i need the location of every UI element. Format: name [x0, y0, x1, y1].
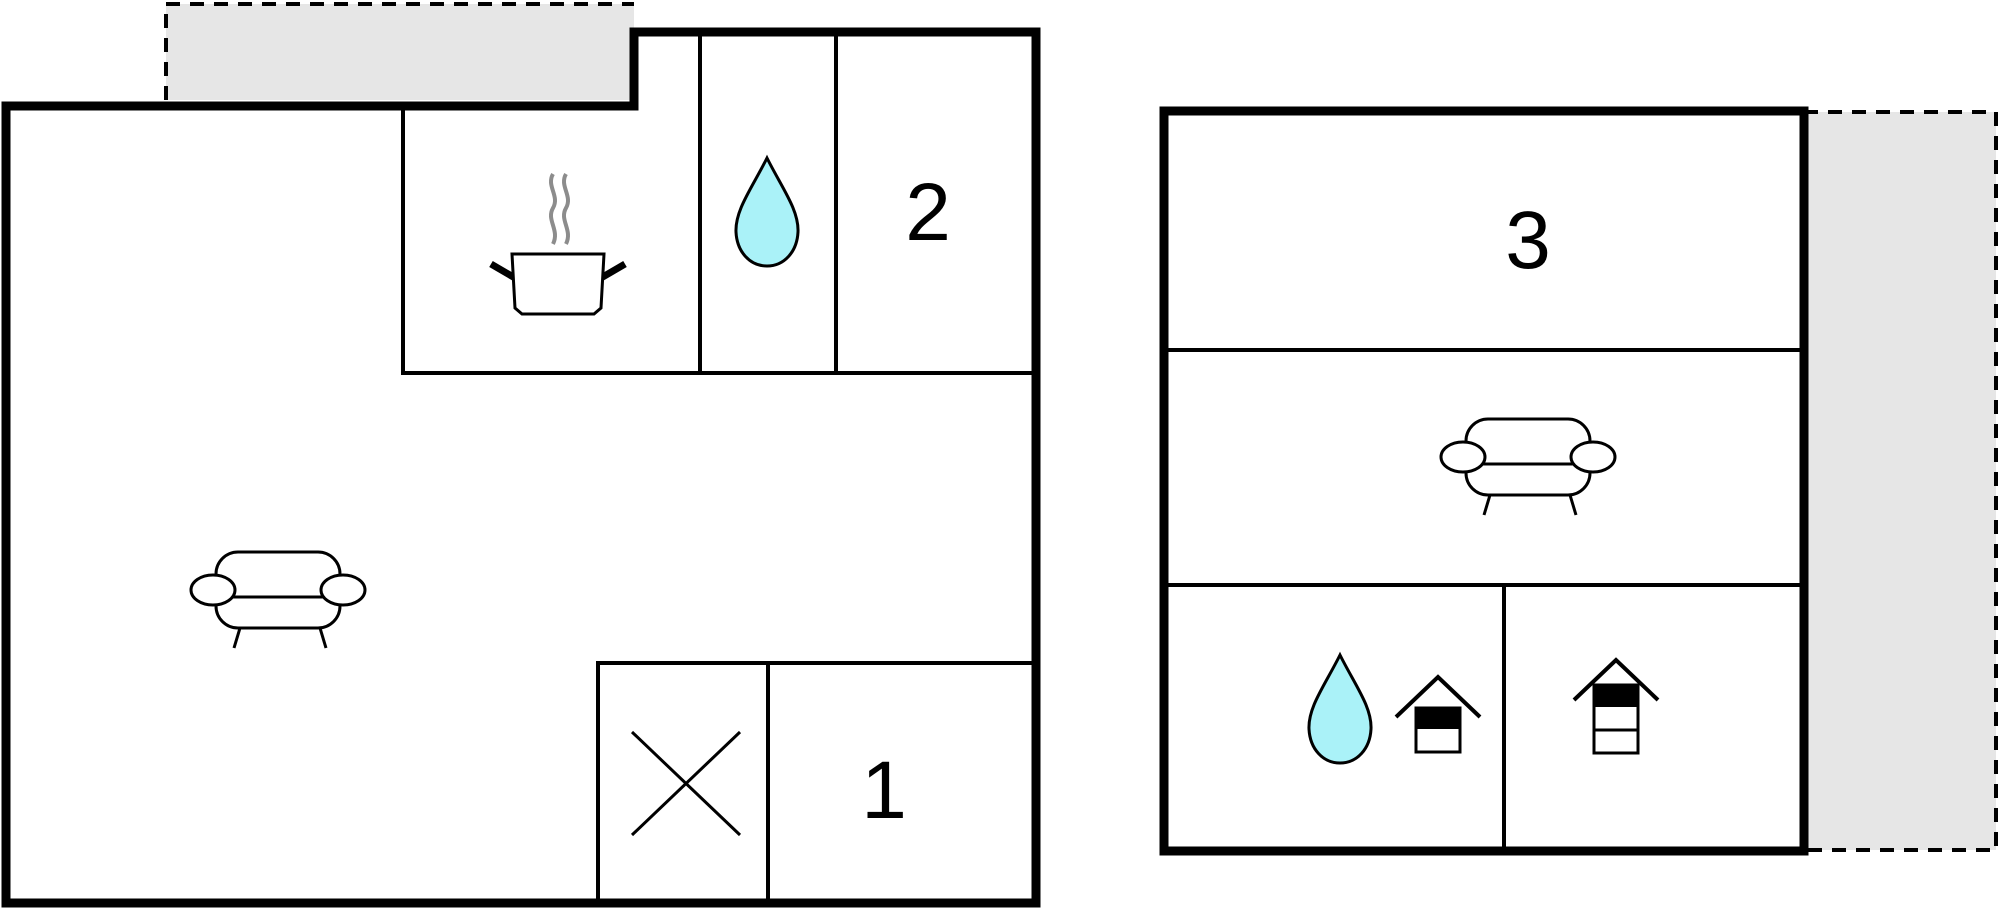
- ground-floor-partitions: [401, 36, 1032, 899]
- upper-floor-partitions: [1168, 348, 1800, 847]
- cross-icon: [630, 730, 742, 837]
- bedroom-2-label: 2: [905, 167, 951, 258]
- sauna-icon: [1394, 674, 1482, 754]
- bedroom-3-label: 3: [1505, 195, 1551, 286]
- sauna-icon: [1572, 657, 1660, 755]
- terrace-top-left: [164, 2, 634, 100]
- cooking-pot-icon: [489, 172, 627, 316]
- water-drop-icon: [1307, 651, 1373, 765]
- upper-floor-outer-wall: [1159, 106, 1809, 856]
- water-drop-icon: [734, 154, 800, 268]
- bedroom-1-label: 1: [861, 745, 907, 836]
- sofa-icon: [189, 550, 367, 649]
- ground-floor: 2 1: [1, 27, 1041, 908]
- terrace-right: [1804, 110, 1998, 852]
- sofa-icon: [1439, 417, 1617, 516]
- upper-floor: 3: [1159, 106, 1809, 856]
